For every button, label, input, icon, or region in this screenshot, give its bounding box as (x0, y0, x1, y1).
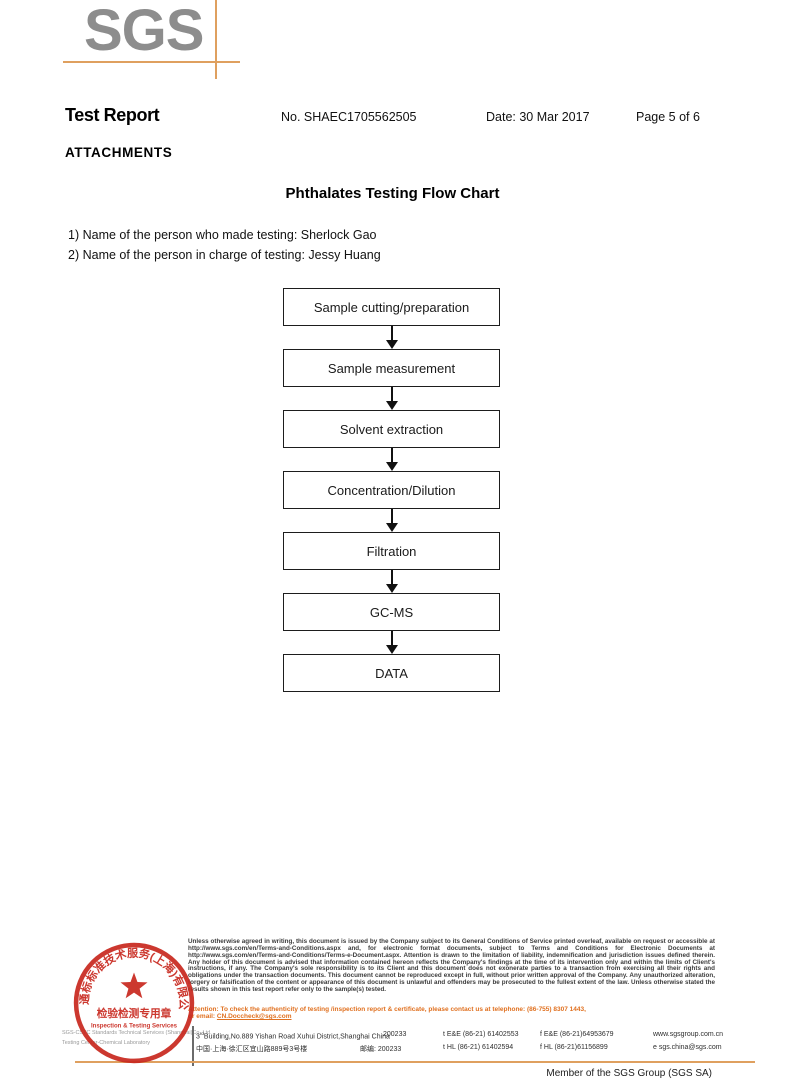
testing-flow-chart: Sample cutting/preparation Sample measur… (283, 288, 500, 692)
flow-step-filtration: Filtration (283, 532, 500, 570)
address-english: 3rdBuilding,No.889 Yishan Road Xuhui Dis… (196, 1031, 390, 1040)
flow-step-solvent-extraction: Solvent extraction (283, 410, 500, 448)
stamp-ring-icon (73, 942, 195, 1064)
doccheck-email-link: CN.Doccheck@sgs.com (216, 1013, 292, 1021)
telephone-ee: t E&E (86-21) 61402553 (443, 1031, 519, 1038)
footer-rule (75, 1061, 755, 1063)
postcode-english: 200233 (383, 1031, 407, 1038)
flow-step-concentration-dilution: Concentration/Dilution (283, 471, 500, 509)
report-date: Date: 30 Mar 2017 (486, 110, 590, 124)
page-indicator: Page 5 of 6 (636, 110, 700, 124)
flow-step-gc-ms: GC-MS (283, 593, 500, 631)
fax-hl: f HL (86-21)61156899 (540, 1044, 608, 1051)
stamp-star-icon (120, 972, 148, 999)
stamp-banner-english: Inspection & Testing Services (91, 1022, 178, 1029)
report-number: No. SHAEC1705562505 (281, 110, 417, 124)
telephone-hl: t HL (86-21) 61402594 (443, 1044, 514, 1051)
fax-ee: f E&E (86-21)64953679 (540, 1031, 614, 1038)
stamp-arc-text: 通标标准技术服务(上海)有限公司 (70, 940, 191, 1011)
conditions-disclaimer: Unless otherwise agreed in writing, this… (188, 938, 715, 993)
logo-horizontal-rule (63, 61, 240, 63)
authenticity-attention-note: Attention: To check the authenticity of … (188, 1006, 715, 1020)
attention-email-prefix: or email: (188, 1013, 217, 1021)
attachments-heading: ATTACHMENTS (65, 145, 173, 160)
address-text: Building,No.889 Yishan Road Xuhui Distri… (203, 1033, 390, 1041)
email-address: e sgs.china@sgs.com (653, 1044, 722, 1051)
address-ordinal: rd (199, 1031, 204, 1036)
flow-step-data: DATA (283, 654, 500, 692)
attention-line1: Attention: To check the authenticity of … (188, 1006, 586, 1013)
flow-step-sample-cutting: Sample cutting/preparation (283, 288, 500, 326)
footer-lab-name: Testing Center-Chemical Laboratory (62, 1040, 151, 1046)
address-number: 3 (196, 1033, 200, 1041)
postcode-chinese: 邮编: 200233 (360, 1046, 402, 1053)
flow-step-sample-measurement: Sample measurement (283, 349, 500, 387)
report-title: Test Report (65, 105, 160, 125)
website-url: www.sgsgroup.com.cn (653, 1031, 724, 1038)
flow-chart-title: Phthalates Testing Flow Chart (285, 185, 500, 202)
address-chinese: 中国·上海·徐汇区宜山路889号3号楼 (196, 1046, 308, 1053)
tester-name-note: 1) Name of the person who made testing: … (68, 228, 377, 242)
inspection-stamp: 通标标准技术服务(上海)有限公司 检验检测专用章 Inspection & Te… (70, 940, 195, 1064)
sgs-logo: SGS (84, 0, 204, 63)
footer-company-name: SGS-CSTC Standards Technical Services (S… (62, 1030, 212, 1036)
sgs-member-line: Member of the SGS Group (SGS SA) (546, 1068, 712, 1079)
stamp-banner-chinese: 检验检测专用章 (97, 1007, 172, 1020)
logo-vertical-rule (215, 0, 217, 79)
address-divider (192, 1026, 194, 1066)
supervisor-name-note: 2) Name of the person in charge of testi… (68, 248, 381, 262)
